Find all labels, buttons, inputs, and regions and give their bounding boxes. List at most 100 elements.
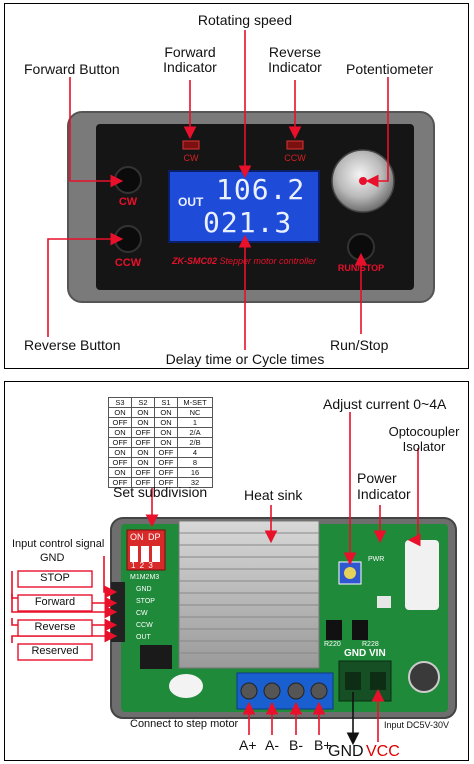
table-cell: NC: [177, 407, 213, 418]
cw-button: [114, 166, 142, 194]
potentiometer-label: Potentiometer: [346, 61, 434, 77]
table-cell: ON: [131, 407, 155, 418]
table-header-cell: S2: [131, 397, 155, 408]
run-stop-label: Run/Stop: [330, 337, 389, 353]
table-cell: ON: [108, 427, 132, 438]
lcd-speed-value: 106.2: [216, 173, 306, 206]
forward-signal-label: Forward: [34, 596, 76, 608]
optocoupler-label-line2: Isolator: [402, 439, 446, 454]
table-cell: 4: [177, 447, 213, 458]
table-header-cell: S3: [108, 397, 132, 408]
table-cell: ON: [131, 447, 155, 458]
model-subtitle: Stepper motor controller: [219, 256, 317, 266]
table-cell: 2/B: [177, 437, 213, 448]
r228-text: R228: [362, 641, 379, 648]
gnd-label: GND: [328, 743, 364, 760]
run-stop-button-text: RUN/STOP: [337, 263, 385, 273]
table-cell: 16: [177, 467, 213, 478]
table-cell: 32: [177, 477, 213, 488]
reverse-indicator-label: Reverse Indicator: [257, 45, 333, 75]
ccw-led: [286, 140, 304, 150]
reverse-indicator-label-line1: Reverse: [268, 44, 322, 60]
ccw-led-label: CCW: [284, 153, 306, 163]
input-dc-label: Input DC5V-30V: [384, 720, 450, 730]
r220-text: R220: [324, 641, 341, 648]
cw-led: [182, 140, 200, 150]
vcc-label: VCC: [366, 743, 400, 760]
table-cell: ON: [108, 467, 132, 478]
lcd-delay-value: 021.3: [203, 206, 293, 239]
input-signal-label-line2: GND: [40, 552, 65, 564]
table-cell: ON: [108, 447, 132, 458]
table-cell: ON: [154, 417, 178, 428]
table-cell: OFF: [108, 457, 132, 468]
table-cell: OFF: [108, 437, 132, 448]
adjust-current-label: Adjust current 0~4A: [323, 396, 447, 412]
stop-signal-label: STOP: [40, 572, 70, 584]
input-signal-label: Input control signal GND: [12, 537, 104, 565]
capacitor: [408, 661, 440, 693]
ccw-button-text: CCW: [114, 257, 142, 269]
top-callout-arrows: [47, 30, 389, 350]
table-cell: OFF: [131, 437, 155, 448]
forward-indicator-label-line2: Indicator: [163, 59, 217, 75]
cw-led-label: CW: [183, 153, 199, 163]
pins-header-text: M1M2M3: [130, 574, 160, 581]
power-indicator-label-line1: Power: [357, 470, 397, 486]
rotating-speed-label: Rotating speed: [197, 12, 293, 28]
a-minus-label: A-: [265, 737, 279, 753]
power-header-text: GND VIN: [344, 648, 386, 659]
a-plus-label: A+: [239, 737, 257, 753]
table-cell: OFF: [154, 467, 178, 478]
table-cell: ON: [131, 457, 155, 468]
bottom-callout-arrows: [11, 412, 421, 742]
table-cell: OFF: [131, 467, 155, 478]
bottom-panel: [4, 381, 469, 761]
table-header-row: S3 S2 S1 M-SET: [108, 397, 213, 408]
cw-button-text: CW: [118, 196, 138, 208]
ic-chip: [140, 645, 172, 669]
reverse-button-label: Reverse Button: [24, 337, 121, 353]
lcd-out-label: OUT: [178, 195, 204, 209]
table-cell: OFF: [108, 417, 132, 428]
reserved-signal-label: Reserved: [31, 645, 79, 657]
table-cell: OFF: [154, 457, 178, 468]
pin-stop-text: STOP: [136, 598, 155, 605]
forward-button-label: Forward Button: [24, 61, 120, 77]
table-cell: ON: [154, 407, 178, 418]
forward-indicator-label-line1: Forward: [164, 44, 216, 60]
forward-indicator-label: Forward Indicator: [152, 45, 228, 75]
table-cell: 2/A: [177, 427, 213, 438]
table-cell: 8: [177, 457, 213, 468]
table-cell: OFF: [154, 447, 178, 458]
pin-gnd-text: GND: [136, 586, 152, 593]
reverse-indicator-label-line2: Indicator: [268, 59, 322, 75]
b-minus-label: B-: [289, 737, 303, 753]
heat-sink-label: Heat sink: [244, 487, 303, 503]
delay-time-label: Delay time or Cycle times: [165, 351, 325, 367]
power-indicator-label: Power Indicator: [357, 470, 411, 502]
table-cell: ON: [154, 427, 178, 438]
pin-ccw-text: CCW: [136, 622, 153, 629]
table-cell: ON: [154, 437, 178, 448]
input-signal-label-line1: Input control signal: [12, 538, 105, 550]
pin-cw-text: CW: [136, 610, 148, 617]
model-text: ZK-SMC02 Stepper motor controller: [172, 256, 316, 266]
pwr-led-text: PWR: [368, 556, 385, 563]
signal-label-boxes: [17, 570, 93, 661]
table-header-cell: S1: [154, 397, 178, 408]
optocoupler-label-line1: Optocoupler: [388, 424, 460, 439]
table-cell: ON: [108, 407, 132, 418]
optocoupler-label: Optocoupler Isolator: [384, 424, 464, 454]
reverse-signal-label: Reverse: [34, 621, 76, 633]
b-plus-label: B+: [314, 737, 332, 753]
table-header-cell: M-SET: [177, 397, 213, 408]
